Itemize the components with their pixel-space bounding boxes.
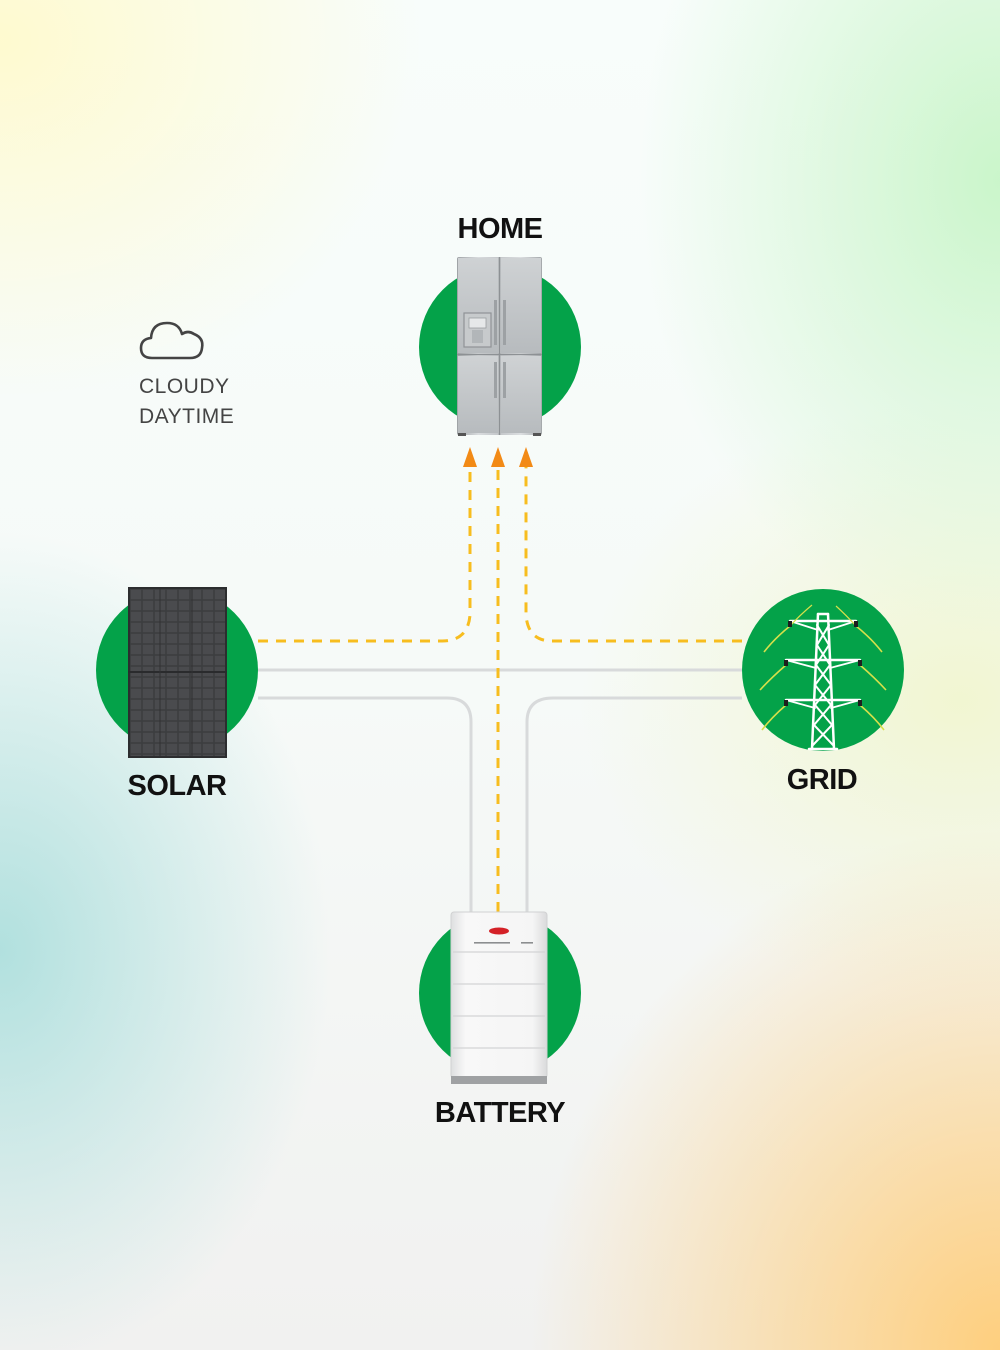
cable-grid-battery bbox=[525, 696, 742, 912]
cable-solar-battery bbox=[258, 696, 473, 912]
grid-label: GRID bbox=[786, 764, 858, 796]
weather-indicator bbox=[138, 318, 206, 367]
solar-label: SOLAR bbox=[127, 770, 228, 802]
cloud-icon bbox=[139, 321, 204, 360]
weather-time-of-day: DAYTIME bbox=[139, 405, 235, 428]
solar-panel-icon bbox=[128, 587, 227, 758]
weather-label: CLOUDY DAYTIME bbox=[139, 372, 234, 432]
grid-node-circle bbox=[742, 589, 904, 751]
battery-label: BATTERY bbox=[434, 1097, 566, 1129]
flow-solar-to-home bbox=[258, 466, 472, 643]
power-pylon-icon bbox=[784, 612, 862, 751]
refrigerator-icon bbox=[457, 257, 542, 436]
insulators bbox=[784, 621, 862, 706]
fronius-logo bbox=[489, 927, 509, 935]
arrowhead-solar-flow bbox=[463, 447, 477, 467]
home-label: HOME bbox=[457, 213, 544, 245]
arrowhead-battery-flow bbox=[491, 447, 505, 467]
cable-network bbox=[258, 668, 742, 912]
flow-grid-to-home bbox=[524, 466, 742, 643]
flow-lines bbox=[258, 466, 742, 912]
weather-condition: CLOUDY bbox=[139, 375, 230, 398]
flow-arrowheads bbox=[463, 447, 533, 467]
home-battery-icon bbox=[450, 911, 548, 1084]
arrowhead-grid-flow bbox=[519, 447, 533, 467]
